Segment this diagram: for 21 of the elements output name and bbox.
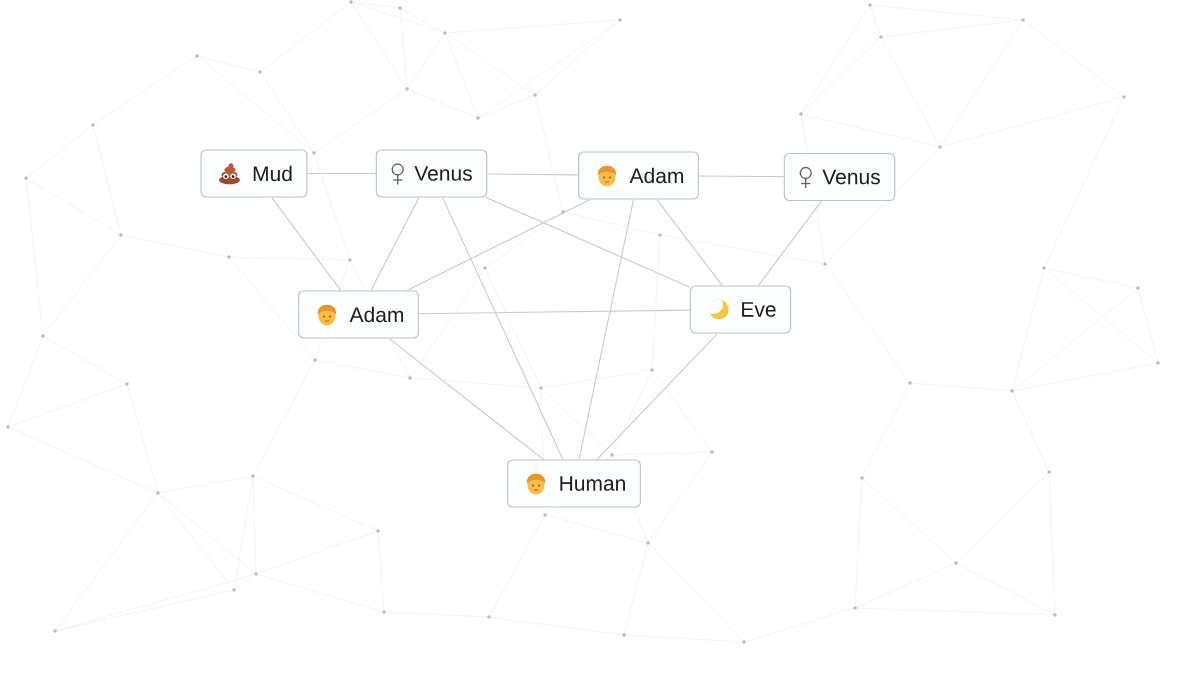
- connector-line: [418, 309, 691, 315]
- connector-line: [370, 197, 420, 291]
- connector-line: [486, 173, 579, 176]
- connector-line: [596, 333, 718, 460]
- item-box: Eve: [689, 285, 792, 334]
- item-box: Adam: [297, 290, 420, 339]
- connector-line: [757, 200, 823, 286]
- connector-line: [306, 172, 377, 175]
- item-box: Mud: [200, 149, 308, 198]
- connector-line: [698, 175, 785, 178]
- connector-line: [656, 199, 723, 286]
- item-box: Human: [507, 459, 641, 508]
- connector-line: [485, 197, 691, 288]
- connector-line: [406, 199, 591, 291]
- item-box: Venus: [375, 149, 488, 198]
- connector-line: [271, 197, 342, 291]
- connector-line: [578, 199, 634, 460]
- connector-line: [388, 338, 544, 460]
- item-box: Venus: [783, 152, 896, 202]
- item-box: Adam: [577, 151, 700, 200]
- connector-line: [442, 197, 564, 460]
